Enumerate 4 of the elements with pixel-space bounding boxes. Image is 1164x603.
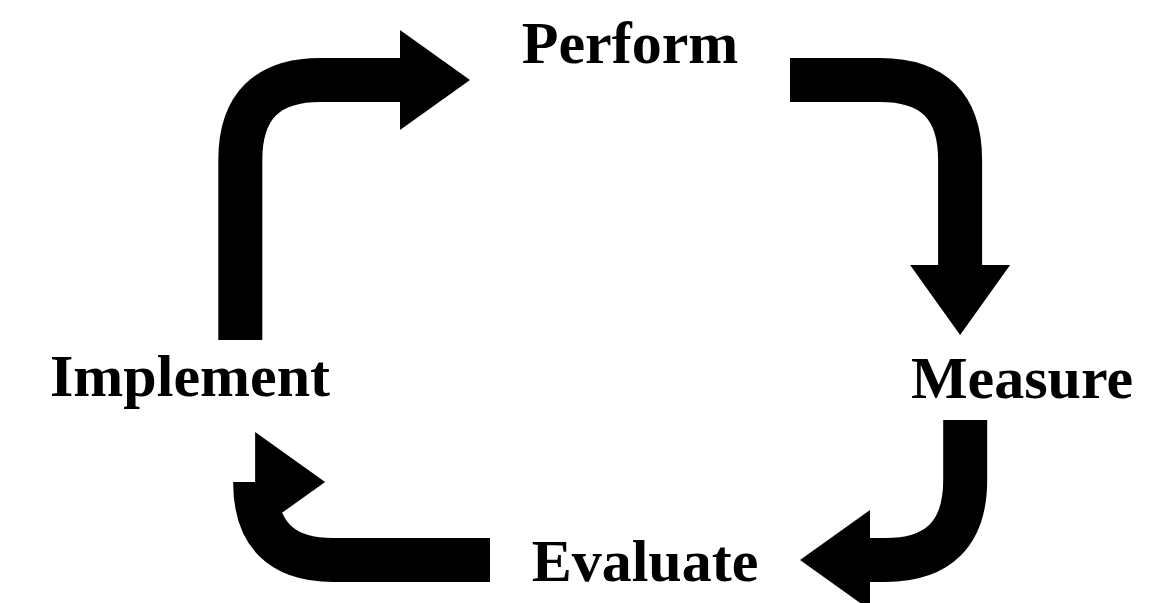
curved-arrow (218, 29, 470, 340)
step-label: Perform (521, 12, 739, 73)
step-label: Measure (910, 347, 1134, 408)
step-label: Evaluate (531, 530, 759, 591)
